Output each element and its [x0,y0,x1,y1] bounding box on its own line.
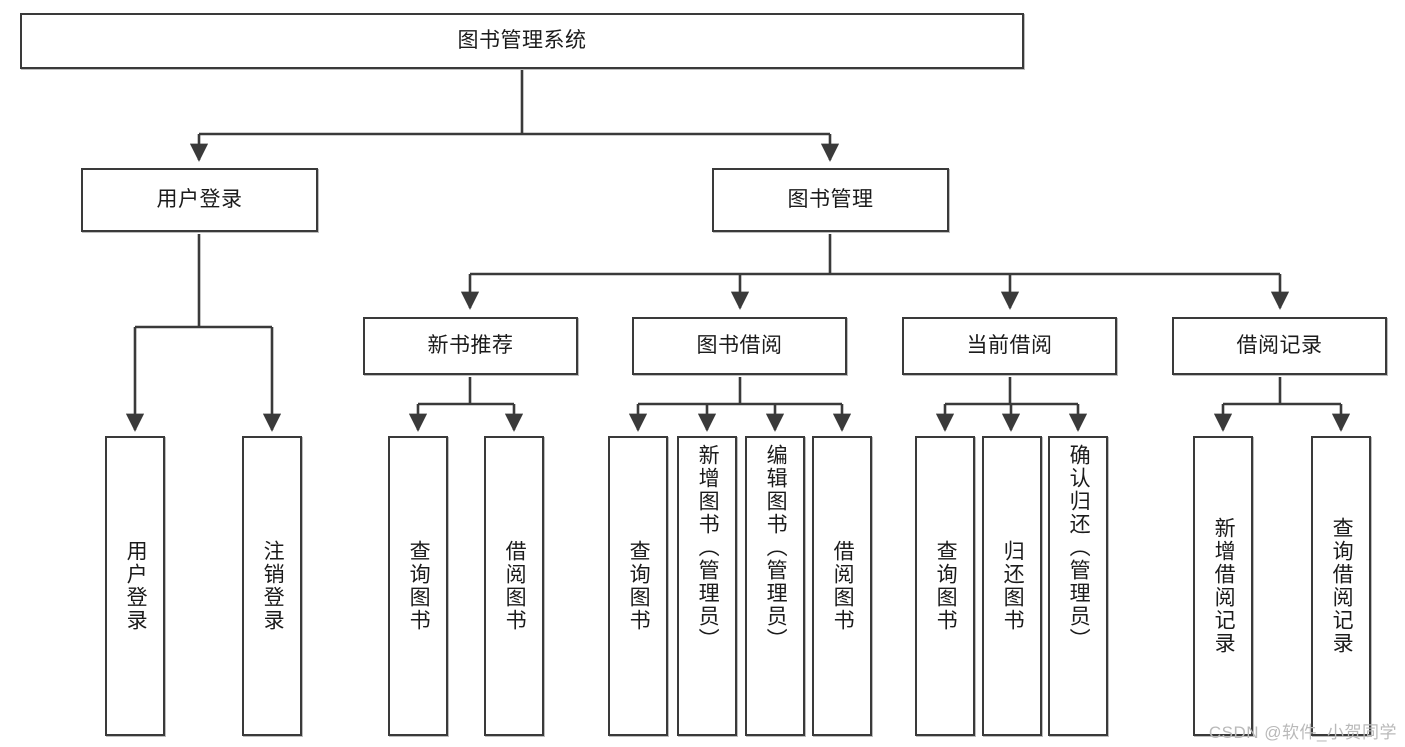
node-leaf-confirm-return-admin-label: 确认归还（管理员） [1067,444,1091,651]
node-user-login-label: 用户登录 [156,187,243,211]
node-current-borrow-label: 当前借阅 [966,333,1053,357]
node-leaf-logout[interactable]: 注销登录 [242,436,302,736]
node-book-management[interactable]: 图书管理 [712,168,949,232]
node-leaf-query-book-2-label: 查询图书 [627,540,651,632]
node-leaf-add-borrow-record-label: 新增借阅记录 [1212,517,1236,655]
node-leaf-return-book[interactable]: 归还图书 [982,436,1042,736]
node-leaf-query-book-1-label: 查询图书 [407,540,431,632]
node-leaf-add-borrow-record[interactable]: 新增借阅记录 [1193,436,1253,736]
node-new-book-recommend-label: 新书推荐 [427,333,514,357]
node-borrow-records[interactable]: 借阅记录 [1172,317,1387,375]
node-leaf-borrow-book-2-label: 借阅图书 [831,540,855,632]
node-root[interactable]: 图书管理系统 [20,13,1024,69]
node-leaf-query-borrow-record[interactable]: 查询借阅记录 [1311,436,1371,736]
node-leaf-edit-book-admin-label: 编辑图书（管理员） [764,444,788,651]
node-borrow-records-label: 借阅记录 [1236,333,1323,357]
node-leaf-borrow-book-1-label: 借阅图书 [503,540,527,632]
node-leaf-add-book-admin-label: 新增图书（管理员） [696,444,720,651]
node-leaf-query-book-3-label: 查询图书 [934,540,958,632]
node-leaf-add-book-admin[interactable]: 新增图书（管理员） [677,436,737,736]
node-book-borrow[interactable]: 图书借阅 [632,317,847,375]
node-leaf-user-login[interactable]: 用户登录 [105,436,165,736]
node-book-management-label: 图书管理 [787,187,874,211]
node-leaf-query-book-1[interactable]: 查询图书 [388,436,448,736]
node-user-login[interactable]: 用户登录 [81,168,318,232]
node-leaf-query-book-3[interactable]: 查询图书 [915,436,975,736]
node-leaf-borrow-book-1[interactable]: 借阅图书 [484,436,544,736]
node-leaf-confirm-return-admin[interactable]: 确认归还（管理员） [1048,436,1108,736]
watermark-text: CSDN @软件_小贺同学 [1208,723,1397,742]
node-leaf-query-book-2[interactable]: 查询图书 [608,436,668,736]
node-leaf-query-borrow-record-label: 查询借阅记录 [1330,517,1354,655]
node-leaf-borrow-book-2[interactable]: 借阅图书 [812,436,872,736]
node-current-borrow[interactable]: 当前借阅 [902,317,1117,375]
node-new-book-recommend[interactable]: 新书推荐 [363,317,578,375]
node-leaf-return-book-label: 归还图书 [1001,540,1025,632]
node-root-label: 图书管理系统 [457,28,587,52]
node-leaf-user-login-label: 用户登录 [124,540,148,632]
node-book-borrow-label: 图书借阅 [696,333,783,357]
node-leaf-edit-book-admin[interactable]: 编辑图书（管理员） [745,436,805,736]
node-leaf-logout-label: 注销登录 [261,540,285,632]
